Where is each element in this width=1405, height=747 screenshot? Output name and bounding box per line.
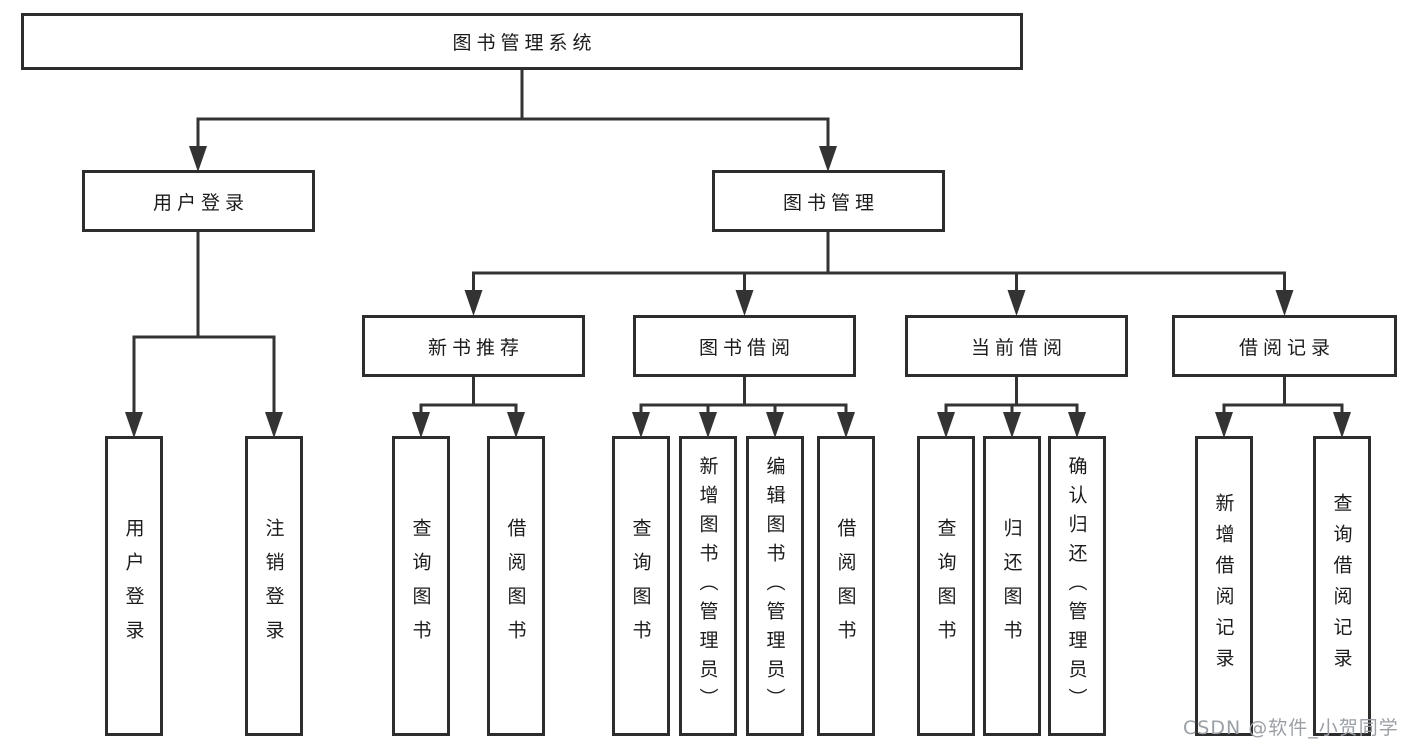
node-system-root: 图书管理系统	[21, 13, 1023, 70]
node-book-management: 图书管理	[712, 170, 945, 232]
node-confirm-return-admin: 确认归还（管理员）	[1048, 436, 1106, 736]
node-query-borrow-record: 查询借阅记录	[1313, 436, 1371, 736]
node-current-borrowing: 当前借阅	[905, 315, 1128, 377]
node-query-books-recommend: 查询图书	[392, 436, 450, 736]
node-add-books-admin: 新增图书（管理员）	[679, 436, 737, 736]
node-query-books-current: 查询图书	[917, 436, 975, 736]
node-user-login: 用户登录	[82, 170, 315, 232]
node-new-book-recommendation: 新书推荐	[362, 315, 585, 377]
node-borrow-books-leaf: 借阅图书	[817, 436, 875, 736]
node-borrowing-records: 借阅记录	[1172, 315, 1397, 377]
node-logout-leaf: 注销登录	[245, 436, 303, 736]
node-query-books-borrow: 查询图书	[612, 436, 670, 736]
node-borrow-books-recommend: 借阅图书	[487, 436, 545, 736]
node-edit-books-admin: 编辑图书（管理员）	[746, 436, 804, 736]
node-return-books: 归还图书	[983, 436, 1041, 736]
watermark: CSDN @软件_小贺同学	[1183, 717, 1399, 739]
node-book-borrowing: 图书借阅	[633, 315, 856, 377]
node-add-borrow-record: 新增借阅记录	[1195, 436, 1253, 736]
node-user-login-leaf: 用户登录	[105, 436, 163, 736]
